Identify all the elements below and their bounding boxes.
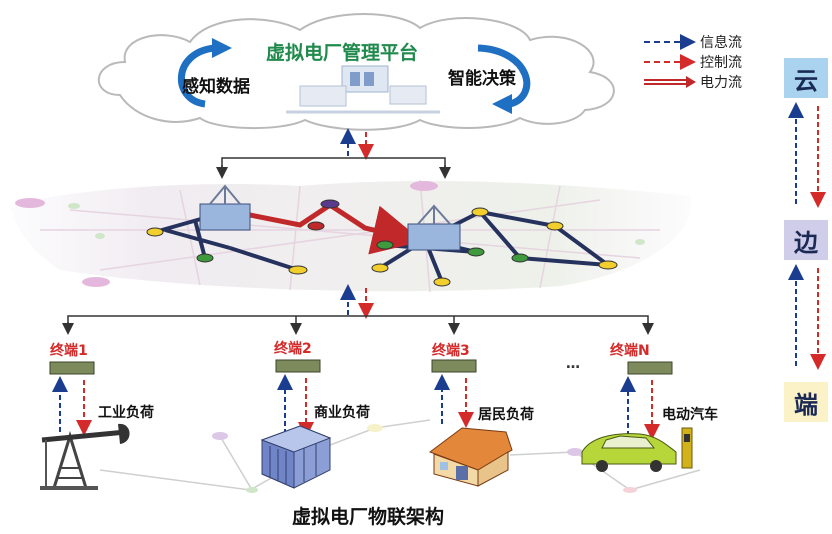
terminal-device-icons (49, 359, 673, 375)
terminal-label-2: 终端2 (274, 341, 312, 357)
building-icon (260, 425, 332, 489)
legend-label-control: 控制流 (700, 55, 742, 71)
legend: 信息流 控制流 电力流 (642, 32, 772, 94)
decide-cycle-arrowhead (492, 94, 512, 114)
platform-computer-icon (286, 65, 440, 114)
load-ground-nodes (212, 424, 637, 493)
edge-map-background (10, 181, 692, 292)
tier-edge: 边 (784, 220, 828, 260)
load-label-residential: 居民负荷 (478, 407, 534, 423)
cloud-edge-branch (221, 157, 446, 175)
legend-label-power: 电力流 (700, 75, 742, 91)
load-label-ev: 电动汽车 (662, 407, 718, 423)
platform-title: 虚拟电厂管理平台 (266, 42, 419, 64)
legend-label-info: 信息流 (700, 35, 742, 51)
terminal-load-arrows (52, 374, 660, 440)
legend-power-line (644, 76, 696, 88)
load-label-commercial: 商业负荷 (314, 405, 370, 421)
terminal-branch-line (67, 315, 649, 330)
terminal-label-3: 终端3 (432, 343, 470, 359)
sense-cycle-arrow (178, 44, 216, 108)
sensing-data-label: 感知数据 (182, 77, 250, 97)
legend-control-line (644, 54, 696, 70)
tier-cloud: 云 (784, 58, 828, 98)
map-nodes-faint (15, 181, 645, 287)
smart-decision-label: 智能决策 (448, 69, 516, 89)
house-icon (428, 427, 513, 487)
decide-cycle-arrow (477, 44, 531, 108)
network-nodes (146, 199, 618, 287)
oil-pump-icon (40, 423, 130, 490)
terminal-label-1: 终端1 (50, 343, 88, 359)
sense-cycle-arrowhead (212, 38, 232, 58)
diagram-caption: 虚拟电厂物联架构 (292, 506, 445, 528)
legend-info-line (644, 34, 696, 50)
ev-car-icon (581, 427, 693, 472)
tier-terminal: 端 (784, 382, 828, 422)
substation-icon-2 (407, 204, 461, 251)
load-label-industrial: 工业负荷 (98, 405, 154, 421)
substation-icon-1 (199, 184, 251, 231)
terminal-label-n: 终端N (610, 343, 650, 359)
terminal-ellipsis: … (566, 356, 580, 372)
